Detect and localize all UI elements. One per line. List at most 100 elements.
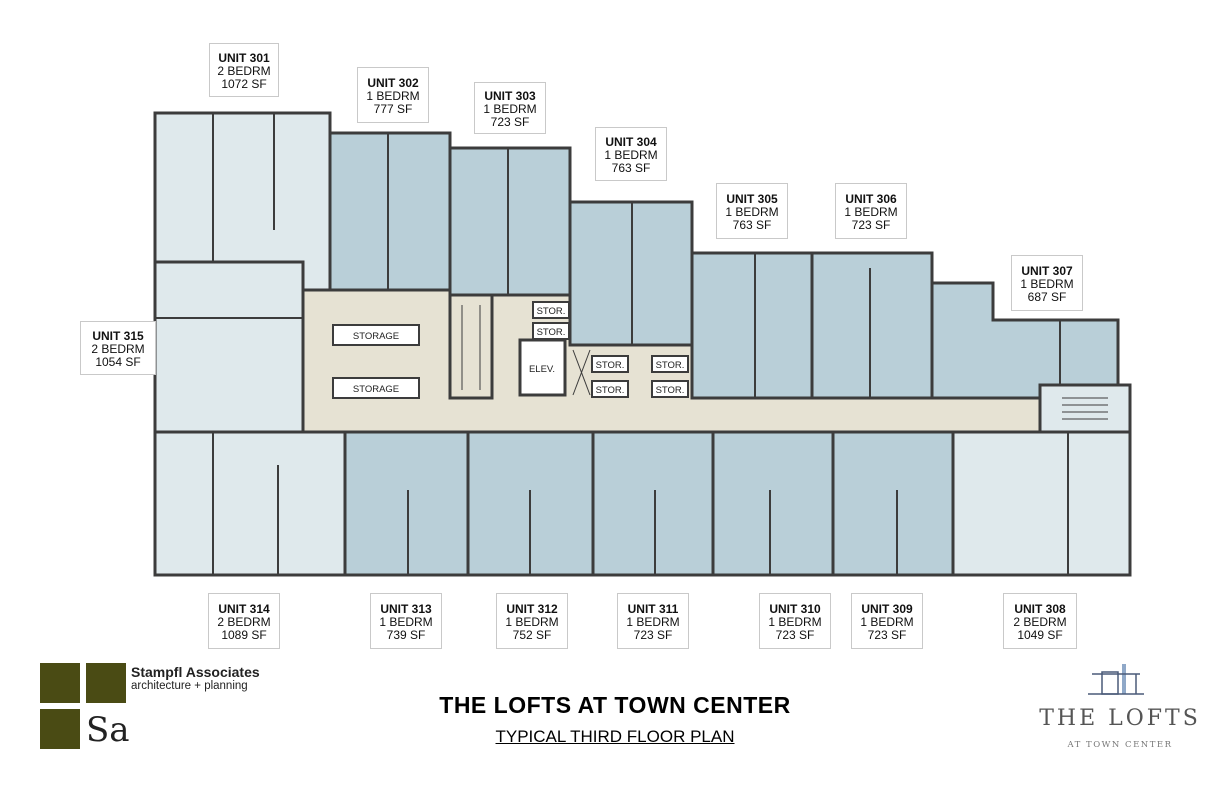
east-stair (1038, 383, 1132, 434)
unit-area: 723 SF (867, 628, 907, 642)
firm-monogram: Sa (86, 710, 130, 750)
unit-number: UNIT 309 (861, 602, 913, 616)
unit-label-303[interactable]: UNIT 303 1 BEDRM 723 SF (474, 82, 546, 134)
stor-room-1 (532, 301, 570, 319)
stor-label-3: STOR. (596, 360, 625, 371)
stor-room-5 (651, 355, 689, 373)
unit-area: 723 SF (851, 218, 891, 232)
logo-square (40, 663, 80, 703)
unit-305-plan[interactable] (690, 251, 814, 400)
unit-label-309[interactable]: UNIT 309 1 BEDRM 723 SF (851, 593, 923, 649)
unit-311-plan[interactable] (591, 430, 715, 577)
unit-309-plan[interactable] (831, 430, 955, 577)
unit-label-301[interactable]: UNIT 301 2 BEDRM 1072 SF (209, 43, 279, 97)
unit-bedrooms: 1 BEDRM (844, 205, 898, 219)
brand-subtitle: AT TOWN CENTER (1067, 740, 1173, 750)
unit-bedrooms: 1 BEDRM (483, 102, 537, 116)
unit-area: 752 SF (512, 628, 552, 642)
unit-label-304[interactable]: UNIT 304 1 BEDRM 763 SF (595, 127, 667, 181)
storage-label-1: STORAGE (353, 331, 399, 342)
unit-label-312[interactable]: UNIT 312 1 BEDRM 752 SF (496, 593, 568, 649)
firm-tagline: architecture + planning (131, 680, 248, 692)
unit-310-plan[interactable] (711, 430, 835, 577)
unit-area: 723 SF (633, 628, 673, 642)
unit-bedrooms: 1 BEDRM (725, 205, 779, 219)
storage-room-1 (332, 324, 420, 346)
unit-area: 723 SF (775, 628, 815, 642)
logo-square (40, 709, 80, 749)
unit-314-plan[interactable] (153, 430, 347, 577)
unit-area: 763 SF (732, 218, 772, 232)
unit-label-306[interactable]: UNIT 306 1 BEDRM 723 SF (835, 183, 907, 239)
unit-label-305[interactable]: UNIT 305 1 BEDRM 763 SF (716, 183, 788, 239)
unit-label-313[interactable]: UNIT 313 1 BEDRM 739 SF (370, 593, 442, 649)
unit-area: 739 SF (386, 628, 426, 642)
firm-name: Stampfl Associates (131, 664, 260, 680)
unit-number: UNIT 307 (1021, 264, 1073, 278)
unit-area: 723 SF (490, 115, 530, 129)
brand-name: THE LOFTS (1039, 706, 1201, 731)
storage-label-2: STORAGE (353, 384, 399, 395)
stor-label-1: STOR. (537, 306, 566, 317)
stor-room-2 (532, 322, 570, 340)
unit-number: UNIT 308 (1014, 602, 1066, 616)
elevator (518, 338, 567, 397)
unit-number: UNIT 303 (484, 89, 536, 103)
storage-room-2 (332, 377, 420, 399)
stor-label-5: STOR. (656, 360, 685, 371)
stor-room-3 (591, 355, 629, 373)
brand-mark-icon (1088, 664, 1144, 695)
unit-bedrooms: 1 BEDRM (626, 615, 680, 629)
firm-logo: Sa (40, 663, 130, 751)
unit-number: UNIT 305 (726, 192, 778, 206)
unit-area: 1089 SF (221, 628, 267, 642)
unit-302-plan[interactable] (328, 131, 452, 292)
unit-bedrooms: 2 BEDRM (217, 615, 271, 629)
unit-bedrooms: 2 BEDRM (1013, 615, 1067, 629)
stor-label-2: STOR. (537, 327, 566, 338)
unit-area: 1054 SF (95, 355, 141, 369)
unit-area: 1072 SF (221, 77, 267, 91)
stor-label-6: STOR. (656, 385, 685, 396)
unit-label-310[interactable]: UNIT 310 1 BEDRM 723 SF (759, 593, 831, 649)
unit-label-307[interactable]: UNIT 307 1 BEDRM 687 SF (1011, 255, 1083, 311)
unit-number: UNIT 311 (627, 602, 679, 616)
stair-core (448, 293, 494, 400)
unit-bedrooms: 2 BEDRM (91, 342, 145, 356)
unit-area: 777 SF (373, 102, 413, 116)
unit-bedrooms: 1 BEDRM (604, 148, 658, 162)
unit-label-315[interactable]: UNIT 315 2 BEDRM 1054 SF (80, 321, 156, 375)
page-subtitle: TYPICAL THIRD FLOOR PLAN (495, 727, 735, 746)
unit-bedrooms: 1 BEDRM (505, 615, 559, 629)
elevator-label: ELEV. (529, 364, 555, 375)
unit-area: 687 SF (1027, 290, 1067, 304)
unit-number: UNIT 302 (367, 76, 419, 90)
unit-bedrooms: 1 BEDRM (768, 615, 822, 629)
unit-area: 1049 SF (1017, 628, 1063, 642)
unit-number: UNIT 313 (380, 602, 432, 616)
unit-308-plan[interactable] (951, 430, 1132, 577)
unit-303-plan[interactable] (448, 146, 572, 297)
unit-number: UNIT 310 (769, 602, 821, 616)
unit-bedrooms: 2 BEDRM (217, 64, 271, 78)
page-title: THE LOFTS AT TOWN CENTER (439, 692, 791, 718)
unit-label-314[interactable]: UNIT 314 2 BEDRM 1089 SF (208, 593, 280, 649)
unit-number: UNIT 312 (506, 602, 558, 616)
unit-area: 763 SF (611, 161, 651, 175)
unit-number: UNIT 315 (92, 329, 144, 343)
unit-315-plan[interactable] (153, 260, 305, 434)
stor-room-4 (591, 380, 629, 398)
unit-bedrooms: 1 BEDRM (366, 89, 420, 103)
unit-313-plan[interactable] (343, 430, 470, 577)
unit-label-311[interactable]: UNIT 311 1 BEDRM 723 SF (617, 593, 689, 649)
unit-label-302[interactable]: UNIT 302 1 BEDRM 777 SF (357, 67, 429, 123)
unit-bedrooms: 1 BEDRM (860, 615, 914, 629)
unit-bedrooms: 1 BEDRM (379, 615, 433, 629)
unit-label-308[interactable]: UNIT 308 2 BEDRM 1049 SF (1003, 593, 1077, 649)
unit-bedrooms: 1 BEDRM (1020, 277, 1074, 291)
unit-306-plan[interactable] (810, 251, 934, 400)
unit-number: UNIT 306 (845, 192, 897, 206)
unit-number: UNIT 314 (218, 602, 270, 616)
stor-room-6 (651, 380, 689, 398)
logo-square (86, 663, 126, 703)
